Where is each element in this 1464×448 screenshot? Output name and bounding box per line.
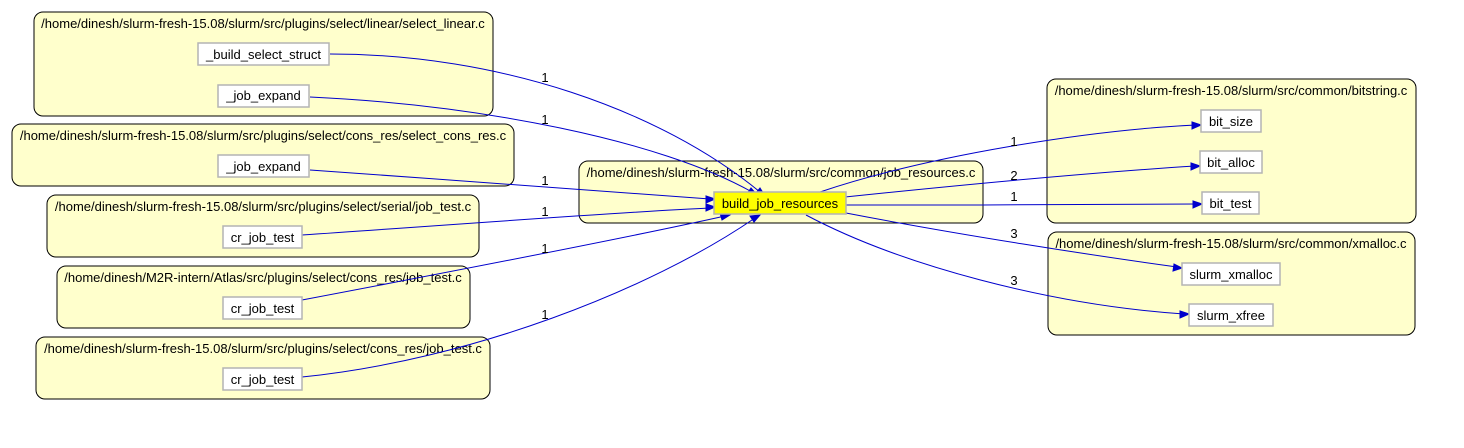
cluster-label: /home/dinesh/M2R-intern/Atlas/src/plugin… [64, 270, 462, 285]
edge-label: 2 [1010, 168, 1017, 183]
edge-label: 1 [1010, 189, 1017, 204]
node-label: slurm_xmalloc [1189, 267, 1273, 282]
node-cr-job-test-serial[interactable]: cr_job_test [222, 225, 303, 249]
cluster-label: /home/dinesh/slurm-fresh-15.08/slurm/src… [44, 341, 482, 356]
edge-label: 1 [541, 173, 548, 188]
node-label: _job_expand [225, 159, 300, 174]
node-build-job-resources[interactable]: build_job_resources [713, 191, 847, 215]
node-label: cr_job_test [231, 372, 295, 387]
edge-label: 1 [541, 307, 548, 322]
node-bit-alloc[interactable]: bit_alloc [1199, 150, 1263, 174]
cluster-label: /home/dinesh/slurm-fresh-15.08/slurm/src… [20, 128, 507, 143]
edge-label: 1 [1010, 134, 1017, 149]
node-slurm-xfree[interactable]: slurm_xfree [1188, 303, 1274, 327]
edge-label: 1 [541, 112, 548, 127]
edge-label: 1 [541, 70, 548, 85]
node-job-expand-cons[interactable]: _job_expand [217, 154, 310, 178]
node-label: _build_select_struct [205, 47, 321, 62]
node-label: _job_expand [225, 88, 300, 103]
node-label: cr_job_test [231, 301, 295, 316]
edge-label: 1 [541, 204, 548, 219]
edge-label: 3 [1010, 226, 1017, 241]
edge-label: 1 [541, 241, 548, 256]
edge-cr-job-test-cons: 1 [301, 214, 762, 378]
node-label: bit_alloc [1207, 155, 1255, 170]
cluster-label: /home/dinesh/slurm-fresh-15.08/slurm/src… [55, 199, 472, 214]
cluster-label: /home/dinesh/slurm-fresh-15.08/slurm/src… [1055, 83, 1408, 98]
node-cr-job-test-m2r[interactable]: cr_job_test [222, 296, 303, 320]
edge-to-slurm-xfree: 3 [805, 214, 1191, 319]
edge-to-bit-alloc: 2 [844, 162, 1202, 198]
cluster-label: /home/dinesh/slurm-fresh-15.08/slurm/src… [587, 165, 976, 180]
edge-label: 3 [1010, 273, 1017, 288]
node-label: bit_size [1209, 114, 1253, 129]
cluster-label: /home/dinesh/slurm-fresh-15.08/slurm/src… [1055, 236, 1407, 251]
node-label: bit_test [1210, 196, 1252, 211]
node-cr-job-test-cons[interactable]: cr_job_test [222, 367, 303, 391]
node-bit-test[interactable]: bit_test [1201, 191, 1260, 215]
node-label: build_job_resources [722, 196, 839, 211]
cluster-label: /home/dinesh/slurm-fresh-15.08/slurm/src… [41, 16, 485, 31]
node-label: slurm_xfree [1197, 308, 1265, 323]
node-label: cr_job_test [231, 230, 295, 245]
node-slurm-xmalloc[interactable]: slurm_xmalloc [1181, 262, 1281, 286]
edge-to-bit-test: 1 [845, 189, 1204, 209]
edge-to-slurm-xmalloc: 3 [845, 212, 1184, 272]
node-job-expand-linear[interactable]: _job_expand [217, 84, 310, 108]
edge-job-expand-cons: 1 [309, 169, 717, 204]
node-build-select-struct[interactable]: _build_select_struct [197, 42, 330, 66]
edge-to-bit-size: 1 [819, 121, 1203, 193]
edge-cr-job-test-serial: 1 [301, 203, 717, 236]
node-bit-size[interactable]: bit_size [1200, 109, 1262, 133]
